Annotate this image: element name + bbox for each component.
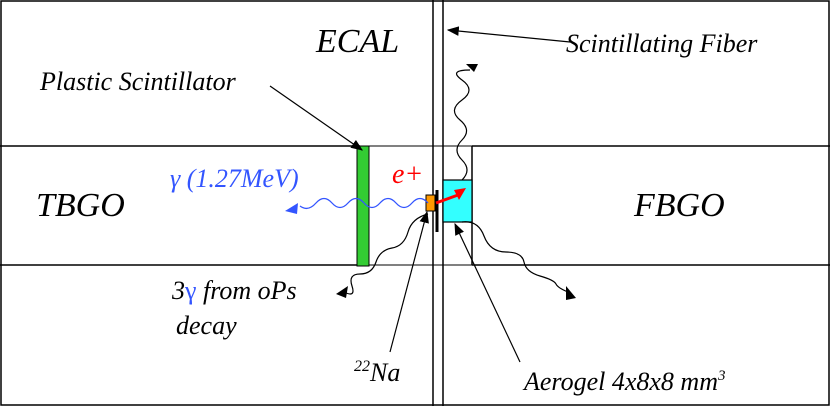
ops-gamma-arrowhead-left (336, 286, 348, 298)
scintillating-fiber-label: Scintillating Fiber (566, 29, 758, 58)
aerogel-dimensions: Aerogel 4x8x8 mm (522, 367, 718, 396)
aerogel-label: Aerogel 4x8x8 mm3 (522, 367, 725, 396)
na22-mass-number: 22 (354, 358, 370, 375)
fbgo-label: FBGO (633, 187, 725, 224)
ecal-label: ECAL (315, 23, 399, 60)
plastic-scintillator-label: Plastic Scintillator (39, 67, 237, 96)
aerogel-pointer-arrow (454, 222, 521, 363)
scintillator-pointer-arrow (269, 85, 363, 151)
ops-gamma-arrowhead-right (566, 286, 576, 300)
ops-gamma-track-up (453, 69, 471, 181)
ops-gamma-track-right (461, 221, 569, 293)
na22-label: 22Na (354, 358, 400, 387)
positron-track (435, 193, 459, 205)
three-gamma-label: 3γ from oPs (171, 276, 297, 305)
na22-element: Na (369, 358, 400, 387)
gamma-1270kev-track (299, 197, 429, 210)
aerogel-exponent: 3 (717, 368, 726, 384)
na22-pointer-arrow (389, 210, 429, 353)
plastic-scintillator (356, 145, 370, 267)
na22-source (425, 194, 436, 212)
tbgo-label: TBGO (36, 187, 125, 224)
ops-gamma-arrowhead-up (466, 64, 478, 72)
aerogel-block (442, 179, 473, 223)
three-gamma-count: 3 (171, 276, 185, 305)
positron-arrowhead (454, 188, 466, 200)
three-gamma-label-line2: decay (176, 311, 237, 340)
fiber-pointer-arrow (446, 26, 571, 43)
three-gamma-symbol: γ (184, 276, 197, 305)
gamma-1270kev-arrowhead (285, 203, 298, 214)
ops-gamma-track-left (343, 213, 429, 295)
positron-label: e+ (392, 159, 423, 190)
three-gamma-text: from oPs (197, 276, 297, 305)
gamma-energy-label: γ (1.27MeV) (170, 164, 299, 193)
